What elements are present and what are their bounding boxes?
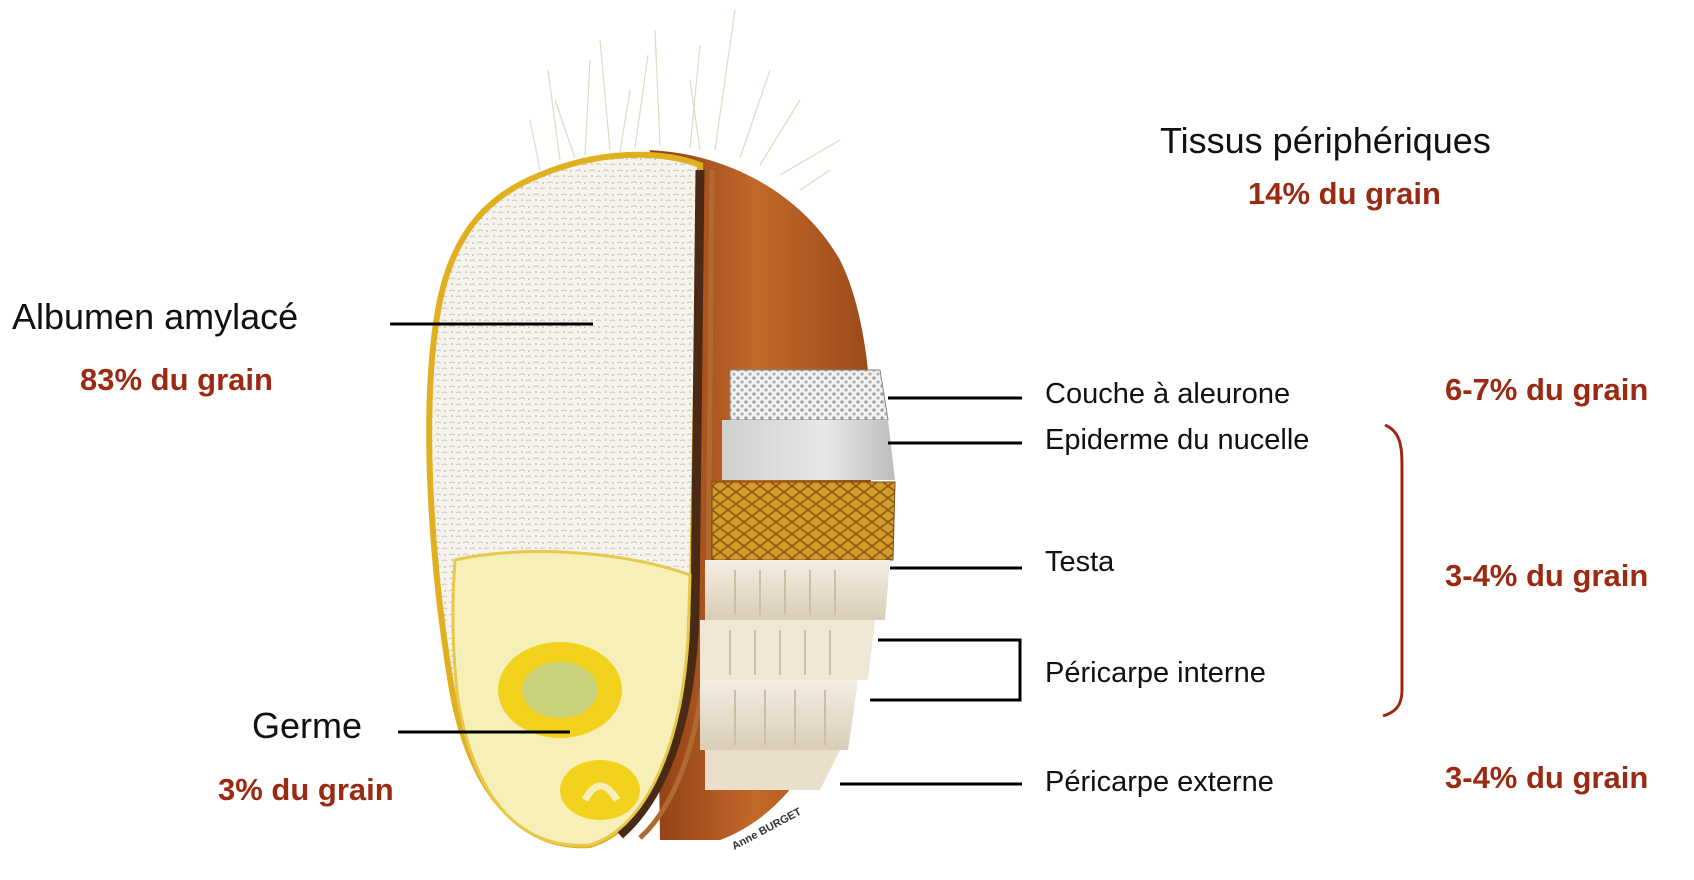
germ-label: Germe: [252, 705, 362, 747]
layer-group-share: 3-4% du grain: [1445, 558, 1648, 594]
layer-group-bracket: [1383, 425, 1402, 716]
albumen-share: 83% du grain: [80, 362, 273, 398]
germ-share: 3% du grain: [218, 772, 394, 808]
aleurone-label: Couche à aleurone: [1045, 378, 1290, 411]
peripheral-tissues-share: 14% du grain: [1248, 176, 1441, 212]
outer-pericarp-label: Péricarpe externe: [1045, 766, 1274, 799]
layer-stack: [700, 370, 895, 790]
peripheral-tissues-title: Tissus périphériques: [1160, 120, 1491, 162]
outer-pericarp-share: 3-4% du grain: [1445, 760, 1648, 796]
testa-label: Testa: [1045, 546, 1114, 579]
inner-pericarp-label: Péricarpe interne: [1045, 657, 1266, 690]
aleurone-share: 6-7% du grain: [1445, 372, 1648, 408]
albumen-label: Albumen amylacé: [12, 296, 298, 338]
nucellus-label: Epiderme du nucelle: [1045, 424, 1309, 457]
